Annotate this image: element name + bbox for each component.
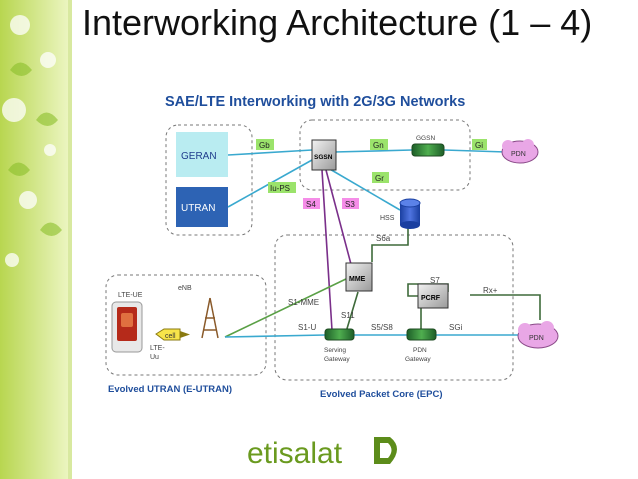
- link-s3: [325, 169, 353, 269]
- ggsn-label: GGSN: [416, 135, 435, 142]
- geran-box: [176, 132, 228, 177]
- link-rx: [470, 294, 541, 320]
- pcrf-label: PCRF: [421, 295, 441, 302]
- lte-ue-label: LTE-UE: [118, 292, 143, 299]
- sgi-label: SGi: [449, 323, 463, 332]
- pdn-right-label: PDN: [529, 335, 544, 342]
- decorative-side-band: [0, 0, 72, 479]
- tag-s4-label: S4: [306, 200, 316, 209]
- geran-label: GERAN: [181, 151, 217, 162]
- tag-s3: [342, 198, 359, 209]
- ggsn-node: [411, 143, 445, 157]
- link-ggsn-pdn: [443, 149, 507, 153]
- pdn-gateway-node: [406, 328, 437, 341]
- pdn-gateway-label-1: PDN: [413, 347, 427, 354]
- utran-label: UTRAN: [181, 203, 215, 214]
- tag-iu-ps: [268, 182, 296, 193]
- tag-gi: [472, 139, 487, 150]
- serving-gateway-label-2: Gateway: [324, 356, 350, 363]
- hss-label: HSS: [380, 215, 395, 222]
- link-s1-mme: [224, 277, 349, 338]
- mme-node: [345, 262, 373, 292]
- tag-s4: [303, 198, 320, 209]
- s5-s8-label: S5/S8: [371, 323, 393, 332]
- lte-uu-label-2: Uu: [150, 354, 159, 361]
- link-geran-sgsn: [227, 149, 313, 156]
- s1-mme-label: S1-MME: [288, 298, 319, 307]
- ue-phone-icon: [111, 301, 143, 353]
- pdn-right-cloud: [517, 321, 559, 349]
- link-s11: [345, 291, 359, 333]
- pcrf-node: [417, 283, 449, 309]
- tag-gn: [370, 139, 388, 150]
- s11-label: S11: [341, 311, 355, 320]
- tag-gr: [372, 172, 389, 183]
- pdn-top-label: PDN: [511, 151, 526, 158]
- link-s6a: [371, 228, 409, 262]
- serving-gateway-label-1: Serving: [324, 347, 346, 354]
- region-2g3g-core: [299, 119, 471, 191]
- sgsn-node: [311, 139, 337, 171]
- sgsn-label: SGSN: [314, 154, 333, 161]
- hss-node: [399, 198, 421, 229]
- s6a-label: S6a: [376, 234, 391, 243]
- pdn-gateway-label-2: Gateway: [405, 356, 431, 363]
- s7-label: S7: [430, 276, 440, 285]
- utran-box: [176, 187, 228, 227]
- tag-gn-label: Gn: [373, 141, 384, 150]
- region-epc: [274, 234, 514, 381]
- enb-antenna-icon: [201, 297, 219, 339]
- link-s1-u: [224, 334, 326, 338]
- enb-label: eNB: [178, 285, 192, 292]
- tag-gr-label: Gr: [375, 174, 384, 183]
- region-2g3g-access: [165, 124, 253, 236]
- cell-tag: [155, 328, 190, 341]
- lte-uu-label-1: LTE-: [150, 345, 165, 352]
- tag-s3-label: S3: [345, 200, 355, 209]
- tag-gb: [256, 139, 274, 150]
- rx-plus-label: Rx+: [483, 286, 498, 295]
- mme-label: MME: [349, 276, 366, 283]
- s1-u-label: S1-U: [298, 323, 316, 332]
- serving-gateway-node: [324, 328, 355, 341]
- region-eutran: [105, 274, 267, 376]
- tag-iu-ps-label: Iu-PS: [270, 184, 290, 193]
- link-s4: [321, 169, 333, 331]
- diagram-heading: SAE/LTE Interworking with 2G/3G Networks: [165, 94, 465, 110]
- link-sgsn-ggsn: [333, 149, 413, 153]
- tag-gb-label: Gb: [259, 141, 270, 150]
- tag-gi-label: Gi: [475, 141, 483, 150]
- eutran-caption: Evolved UTRAN (E-UTRAN): [108, 384, 232, 395]
- slide-title: Interworking Architecture (1 – 4): [82, 2, 593, 43]
- cell-label: cell: [165, 333, 176, 340]
- pdn-top-cloud: [501, 139, 539, 164]
- epc-caption: Evolved Packet Core (EPC): [320, 389, 443, 400]
- link-sgsn-hss: [327, 167, 401, 211]
